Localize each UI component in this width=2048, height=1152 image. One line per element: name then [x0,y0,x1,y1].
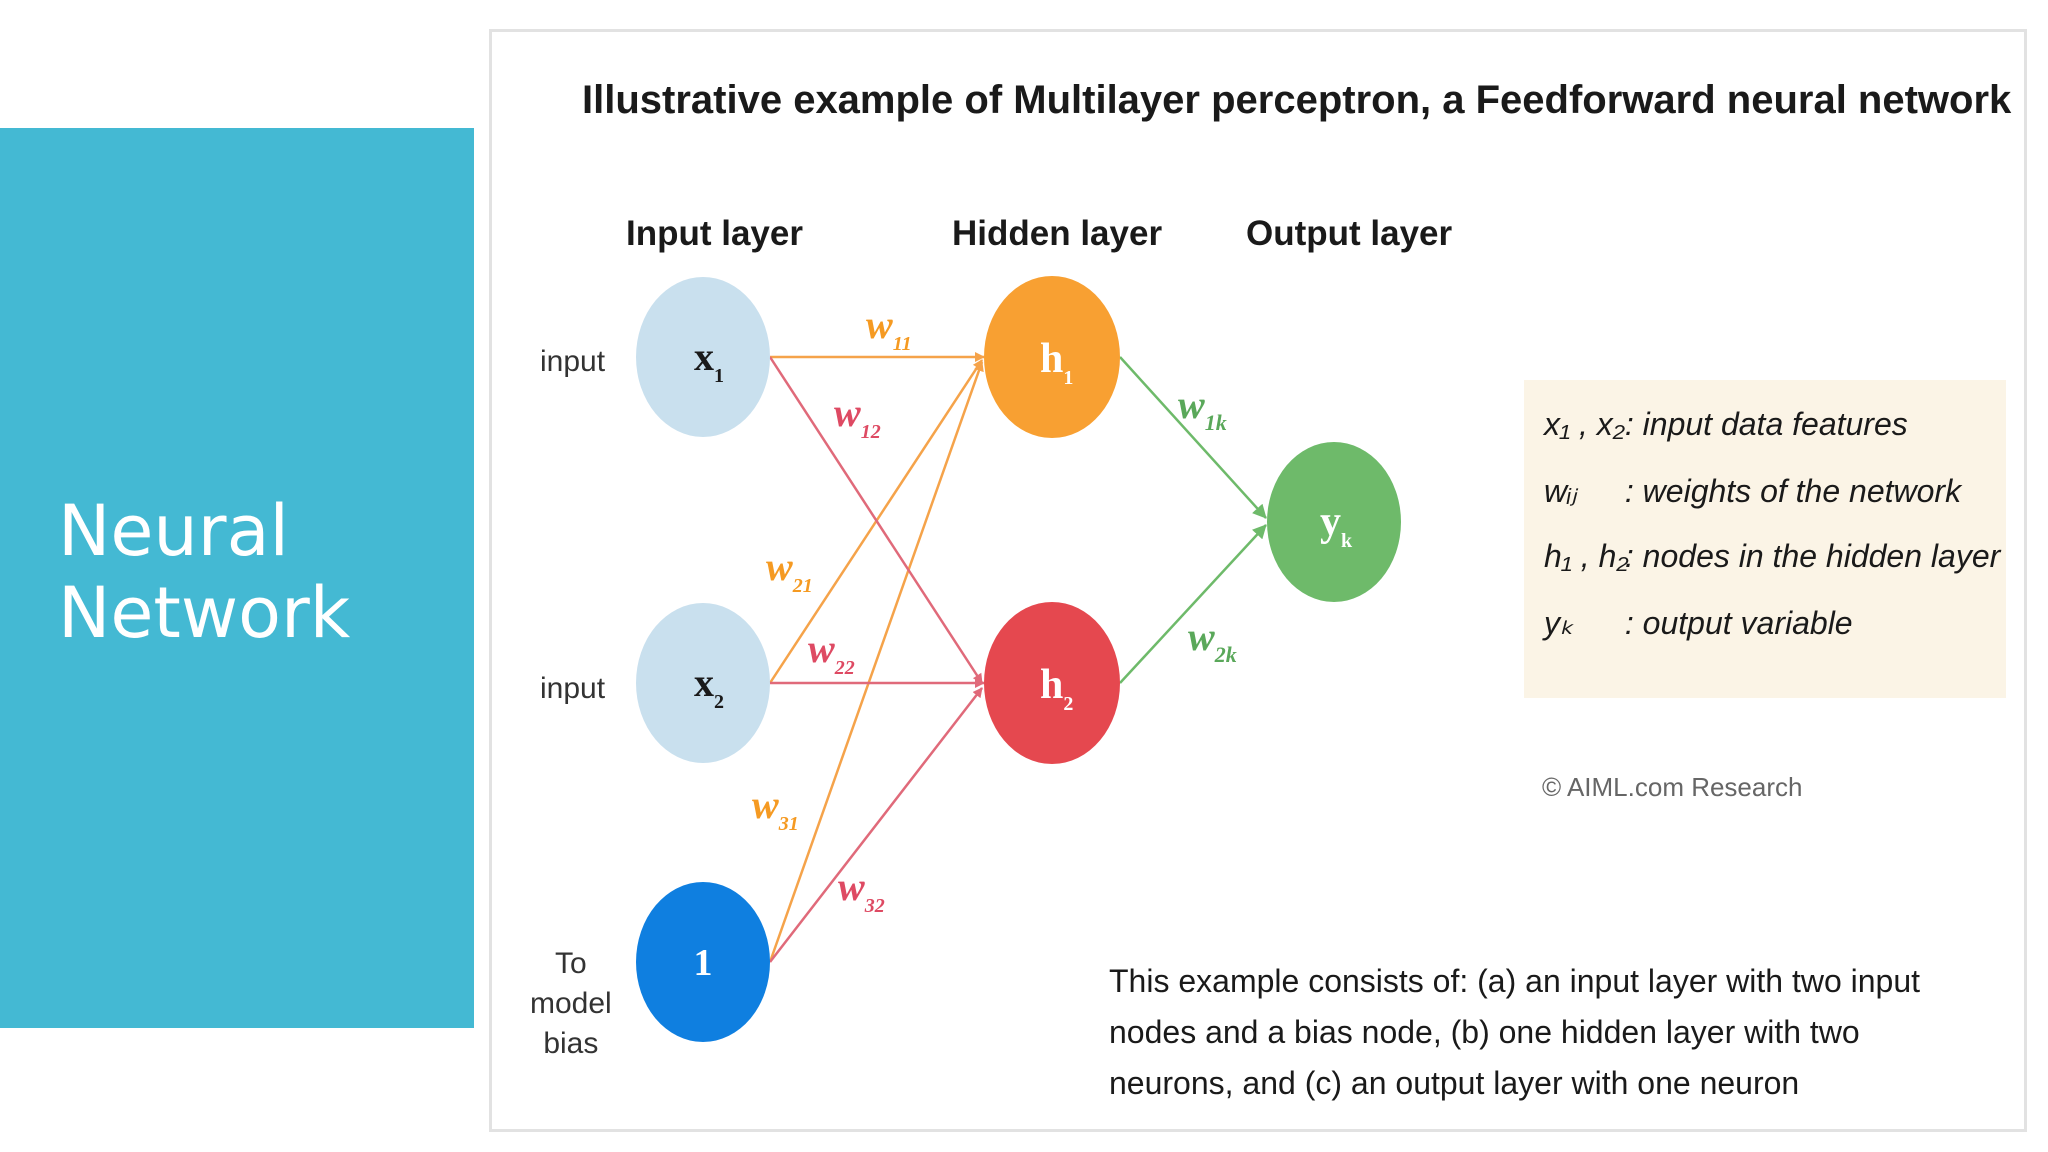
node-yk-label: yk [1320,499,1353,552]
edge-bias-h1 [768,361,984,963]
node-x2-sub: 2 [714,691,724,713]
hidden-layer-label: Hidden layer [952,214,1163,253]
node-x1-label: x1 [694,334,724,387]
weight-w32-sub: 32 [864,895,885,917]
legend-symbol-x: x₁ , x₂ [1544,406,1625,442]
weight-w12-sub: 12 [861,421,881,443]
bias-side-label: To model bias [530,944,612,1064]
slide-title-line1: Neural [58,490,289,572]
node-h1-circle [984,276,1120,438]
slide-side-panel [0,128,474,1028]
node-h2-main: h [1040,662,1063,708]
weight-w12-main: w [834,390,861,435]
node-yk-sub: k [1341,530,1353,552]
node-bias-label: 1 [694,942,713,984]
legend-row-inputs: x₁ , x₂ : input data features [1544,406,1908,443]
node-h1-main: h [1040,336,1063,382]
figure-title: Illustrative example of Multilayer perce… [582,78,2012,122]
node-h1-sub: 1 [1063,367,1073,389]
slide-title-line2: Network [58,572,351,654]
weight-w21-sub: 21 [792,575,813,597]
weight-w31-main: w [752,782,779,827]
x2-side-label: input [540,672,606,705]
output-layer-label: Output layer [1246,214,1453,253]
legend-text-w: : weights of the network [1624,473,1962,509]
figure-caption: This example consists of: (a) an input l… [1109,963,1921,1101]
node-h1-label: h1 [1040,336,1073,389]
node-x1-circle [636,277,770,437]
weight-w2k-main: w [1188,614,1215,659]
legend-row-weights: wᵢⱼ : weights of the network [1544,472,1961,510]
node-h2-sub: 2 [1063,693,1073,715]
weight-w1k-main: w [1178,382,1205,427]
weight-w22-sub: 22 [834,657,855,679]
legend-text-h: : nodes in the hidden layer [1624,538,2001,574]
node-x1-sub: 1 [714,365,724,387]
node-x1-main: x [694,334,714,379]
slide-title: Neural Network [58,490,350,654]
legend-row-hidden: h₁ , h₂ : nodes in the hidden layer [1544,538,2000,575]
legend-text-x: : input data features [1624,406,1908,442]
legend-row-output: yₖ : output variable [1544,604,1853,642]
x1-side-label: input [540,345,606,378]
node-h2-circle [984,602,1120,764]
input-layer-label: Input layer [626,214,803,253]
bias-side-label-line3: bias [543,1027,599,1060]
weight-w1k: w1k [1178,382,1227,435]
node-yk-circle [1267,442,1401,602]
weight-w1k-sub: 1k [1205,410,1227,435]
legend-symbol-h: h₁ , h₂ [1544,538,1629,574]
weight-w32: w32 [838,864,885,917]
credit-text: © AIML.com Research [1542,772,1803,802]
edge-bias-h2 [769,687,983,963]
node-bias-circle [636,882,770,1042]
node-yk-main: y [1320,499,1341,545]
weight-w11-sub: 11 [893,333,912,355]
weight-w12: w12 [834,390,881,443]
weight-w32-main: w [838,864,865,909]
weight-w2k-sub: 2k [1214,642,1237,667]
weight-w22-main: w [808,626,835,671]
weight-w2k: w2k [1188,614,1237,667]
legend-text-y: : output variable [1624,605,1853,641]
legend-box: x₁ , x₂ : input data features wᵢⱼ : weig… [1524,380,2006,698]
legend-symbol-y: yₖ [1544,605,1574,641]
bias-side-label-line1: To [555,947,587,980]
weight-w11-main: w [866,302,893,347]
weight-w21: w21 [766,544,813,597]
weight-w11: w11 [866,302,912,355]
weight-w21-main: w [766,544,793,589]
edge-x1-h2 [768,356,984,684]
node-x2-circle [636,603,770,763]
node-x2-main: x [694,660,714,705]
edge-h2-yk [1119,524,1267,684]
bias-side-label-line2: model [530,987,612,1020]
node-h2-label: h2 [1040,662,1073,715]
weight-w22: w22 [808,626,855,679]
legend-symbol-w: wᵢⱼ [1544,473,1577,509]
node-x2-label: x2 [694,660,724,713]
edge-h1-yk [1119,356,1267,519]
weight-w31: w31 [752,782,799,835]
weight-w31-sub: 31 [778,813,799,835]
